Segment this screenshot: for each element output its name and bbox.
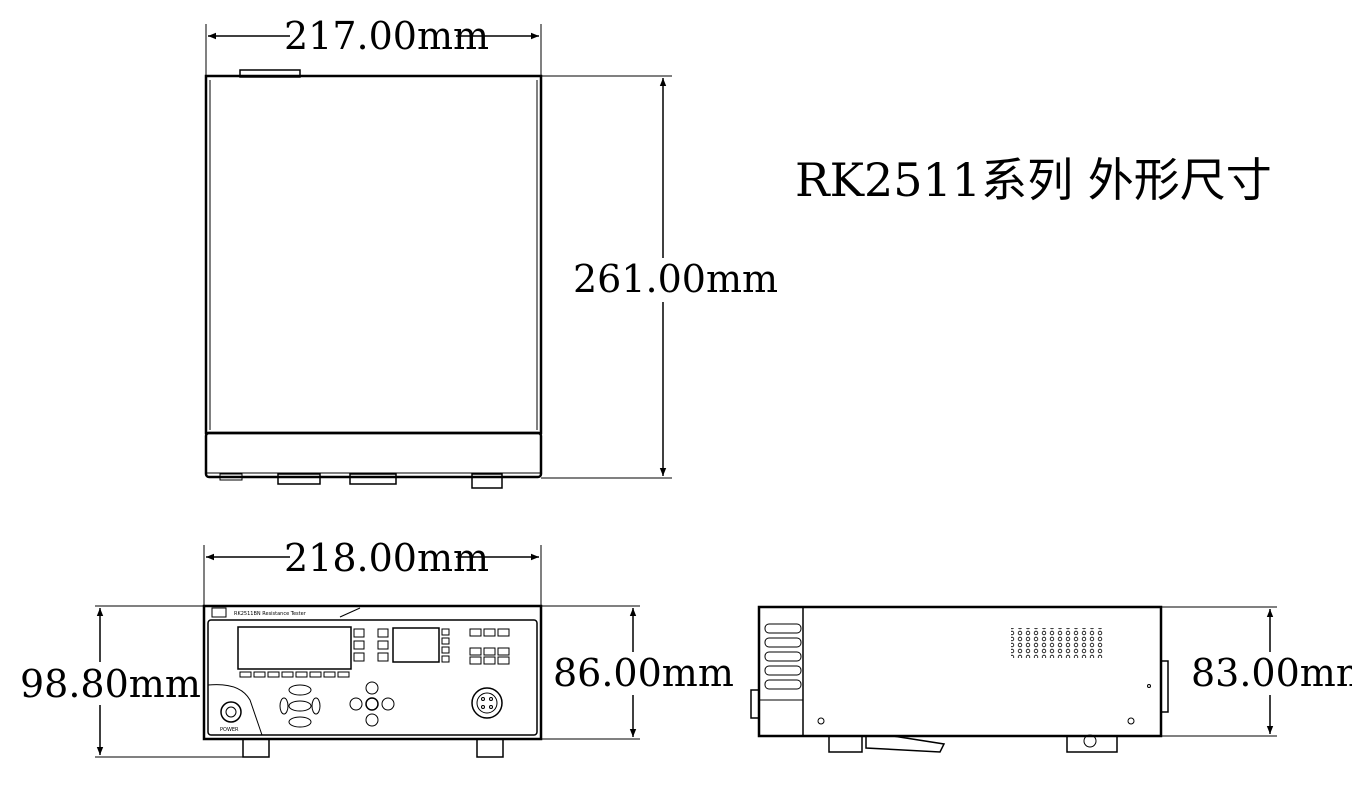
right-key-grid: [469, 628, 510, 665]
brand-logo-icon: [211, 607, 227, 618]
side-vent-slots: [764, 623, 802, 690]
top-view-connector-a: [277, 473, 321, 485]
side-tilt-stand: [865, 735, 946, 753]
navigation-pad-icon: [349, 681, 395, 727]
drawing-title: RK2511系列 外形尺寸: [795, 153, 1272, 207]
top-view: 217.00mm 261.00mm: [204, 14, 778, 489]
secondary-display: [392, 627, 440, 663]
front-height-body-label: 86.00mm: [553, 651, 734, 695]
top-view-body: [204, 74, 543, 435]
front-panel-inner: [207, 619, 538, 736]
side-rear-plate: [1160, 660, 1169, 713]
side-key-column: [353, 628, 389, 662]
top-depth-label: 261.00mm: [573, 257, 778, 301]
main-display: [237, 626, 352, 670]
oval-button-group: [279, 684, 321, 728]
power-switch-icon: [220, 701, 242, 723]
front-width-label: 218.00mm: [284, 536, 489, 580]
side-screw-icon: [1127, 717, 1135, 725]
side-vent-holes: [1011, 628, 1103, 658]
side-view-body: [757, 605, 1163, 738]
front-height-total-label: 98.80mm: [20, 662, 201, 706]
power-label: POWER: [220, 727, 239, 733]
front-foot-left: [242, 738, 270, 758]
side-foot-front: [828, 736, 863, 753]
top-view-front-bezel: [204, 431, 543, 479]
front-view-body: [202, 604, 543, 741]
soft-key-row: [239, 671, 350, 678]
side-height-label: 83.00mm: [1191, 651, 1352, 695]
side-front-bezel: [758, 606, 804, 737]
side-foot-rear: [1066, 736, 1118, 753]
test-terminal-icon: [471, 687, 503, 719]
side-view: 83.00mm: [750, 605, 1352, 753]
secondary-side-keys: [441, 628, 450, 663]
model-label: RK2511BN Resistance Tester: [234, 611, 307, 617]
top-view-connector-c: [471, 473, 503, 489]
top-view-connector-b: [349, 473, 397, 485]
top-width-label: 217.00mm: [284, 14, 489, 58]
side-screw-icon: [817, 717, 825, 725]
side-front-connector: [750, 689, 760, 719]
front-foot-right: [476, 738, 504, 758]
top-handle-tab: [239, 69, 301, 78]
front-view: 218.00mm RK2511BN Resistance Tester: [20, 536, 734, 758]
